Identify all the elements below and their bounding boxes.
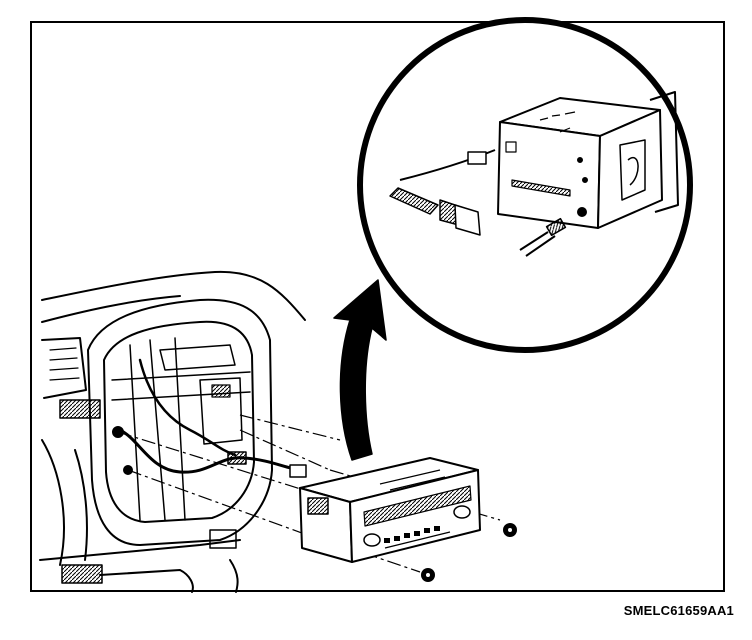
figure-code: SMELC61659AA1 xyxy=(623,603,734,618)
radio-head-unit xyxy=(299,457,481,563)
dashboard-illustration xyxy=(39,270,307,593)
mounting-screws xyxy=(421,523,517,582)
connector-detail-callout xyxy=(357,17,693,353)
callout-arrow xyxy=(333,279,387,461)
